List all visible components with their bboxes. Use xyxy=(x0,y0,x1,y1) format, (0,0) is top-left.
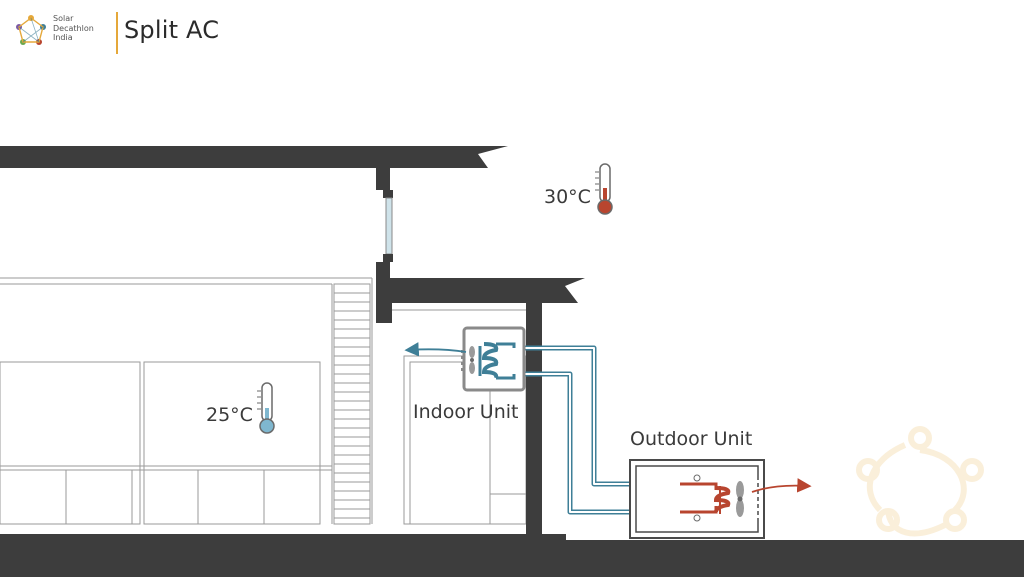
upper-roof-slab xyxy=(0,146,508,168)
indoor-thermometer-icon xyxy=(257,382,275,434)
ground-slab xyxy=(0,534,1024,577)
header-divider xyxy=(116,12,118,54)
louvre-wall xyxy=(333,283,371,525)
watermark-logo-icon xyxy=(856,426,984,537)
outdoor-temperature-label: 30°C xyxy=(544,186,591,208)
exterior-column xyxy=(526,303,542,535)
indoor-unit xyxy=(461,326,526,392)
outdoor-unit xyxy=(629,459,765,539)
hot-air-arrow xyxy=(751,478,812,493)
page-title: Split AC xyxy=(124,16,220,44)
outdoor-thermometer-icon xyxy=(595,163,613,215)
indoor-fan-icon xyxy=(469,346,475,374)
logo-text: Solar Decathlon India xyxy=(53,14,94,42)
solar-decathlon-logo-icon xyxy=(16,15,46,45)
outdoor-fan-icon xyxy=(736,481,744,517)
indoor-unit-label: Indoor Unit xyxy=(413,401,518,423)
outdoor-unit-label: Outdoor Unit xyxy=(630,428,752,450)
clerestory-window xyxy=(376,168,393,284)
lower-roof-slab xyxy=(376,278,585,323)
cool-air-arrow xyxy=(404,342,467,357)
indoor-temperature-label: 25°C xyxy=(206,404,253,426)
header: Solar Decathlon India Split AC xyxy=(0,0,1024,70)
interior-room-outline xyxy=(0,277,373,525)
